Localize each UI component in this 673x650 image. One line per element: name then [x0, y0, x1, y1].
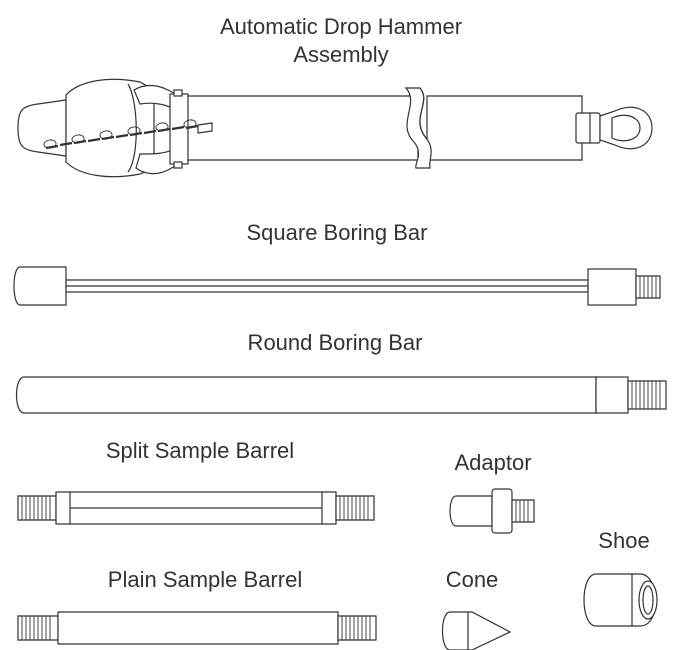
label-hammer-line1: Automatic Drop Hammer: [219, 14, 463, 39]
drop-hammer-assembly: [17, 78, 653, 178]
label-hammer-line2: Assembly: [293, 42, 389, 67]
split-barrel-right-thread: [335, 495, 375, 521]
hammer-shaft-right: [426, 95, 583, 161]
hammer-collar: [575, 112, 601, 144]
label-round-boring-bar: Round Boring Bar: [247, 330, 423, 355]
square-boring-bar: [13, 266, 661, 306]
label-cone: Cone: [445, 567, 499, 592]
square-bar-right-coupling: [587, 268, 637, 306]
shoe-opening: [638, 580, 658, 620]
split-sample-barrel: [17, 491, 375, 525]
plain-sample-barrel: [17, 611, 377, 645]
adaptor-thread: [511, 499, 535, 523]
cone: [441, 611, 512, 650]
round-bar-collar: [595, 376, 629, 414]
label-split-sample-barrel: Split Sample Barrel: [105, 438, 295, 463]
adaptor-body: [449, 495, 493, 527]
cone-shape: [441, 611, 512, 650]
adaptor: [449, 488, 535, 534]
round-bar-thread: [627, 380, 667, 410]
label-adaptor: Adaptor: [454, 450, 532, 475]
label-plain-sample-barrel: Plain Sample Barrel: [107, 567, 303, 592]
hammer-drum: [65, 78, 155, 178]
label-square-boring-bar: Square Boring Bar: [246, 220, 428, 245]
label-shoe: Shoe: [598, 528, 650, 553]
plain-barrel-right-thread: [337, 615, 377, 641]
plain-barrel-body: [57, 611, 339, 645]
round-bar-body: [15, 376, 597, 414]
hammer-chain: [43, 119, 213, 150]
adaptor-collar: [491, 488, 513, 534]
round-boring-bar: [15, 376, 667, 414]
shoe: [583, 573, 658, 627]
square-bar-left-coupling: [13, 266, 67, 306]
anvil-cap: [17, 99, 67, 157]
hammer-shaft-left: [184, 95, 419, 161]
